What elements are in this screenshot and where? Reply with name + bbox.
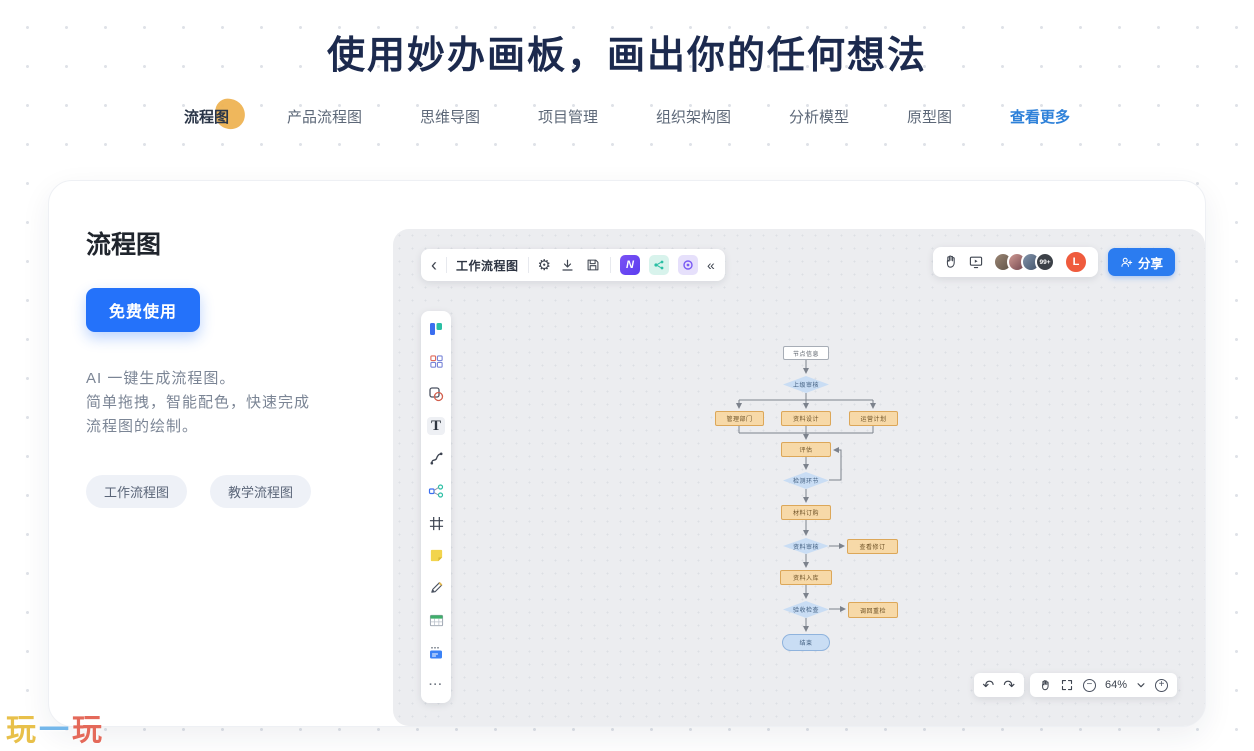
free-use-button[interactable]: 免费使用 bbox=[86, 288, 200, 332]
redo-icon[interactable]: ↷ bbox=[1003, 677, 1015, 693]
connector-plugin-icon[interactable] bbox=[648, 255, 669, 275]
flowchart-node[interactable]: 资料入库 bbox=[780, 570, 832, 585]
save-icon[interactable] bbox=[585, 257, 601, 273]
flowchart-node[interactable]: 资料审核 bbox=[783, 538, 829, 554]
download-icon[interactable] bbox=[560, 257, 576, 273]
marker-pen-icon[interactable] bbox=[427, 579, 445, 597]
person-plus-icon bbox=[1121, 257, 1133, 267]
tag-teaching-flowchart[interactable]: 教学流程图 bbox=[210, 475, 312, 508]
panel-description: AI 一键生成流程图。 简单拖拽，智能配色，快速完成 流程图的绘制。 bbox=[86, 367, 310, 439]
flowchart-node[interactable]: 材料订购 bbox=[781, 505, 831, 520]
nav-link-see-more[interactable]: 查看更多 bbox=[1010, 109, 1071, 126]
watermark-char: 一 bbox=[39, 714, 72, 747]
toolbar-divider bbox=[527, 257, 529, 273]
connector-tool-icon[interactable] bbox=[427, 482, 445, 500]
frame-tool-icon[interactable] bbox=[427, 514, 445, 532]
description-line: 流程图的绘制。 bbox=[86, 418, 199, 435]
whiteboard-canvas[interactable]: ‹ 工作流程图 ⚙ N « bbox=[393, 229, 1205, 726]
nav-tab-flowchart[interactable]: 流程图 bbox=[184, 106, 229, 127]
flowchart-node[interactable]: 运营计划 bbox=[849, 411, 898, 426]
collab-cluster: 99+ L 分享 bbox=[932, 247, 1175, 277]
hand-tool-icon[interactable] bbox=[1039, 679, 1052, 692]
flowchart-node[interactable]: 资料设计 bbox=[781, 411, 831, 426]
zoom-in-icon[interactable]: + bbox=[1155, 678, 1168, 692]
ai-assistant-icon[interactable]: N bbox=[619, 255, 640, 275]
nav-tab-mindmap[interactable]: 思维导图 bbox=[419, 109, 480, 126]
watermark-char: 玩 bbox=[6, 714, 39, 747]
avatar-overflow-badge[interactable]: 99+ bbox=[1034, 252, 1055, 272]
history-controls: ↶ ↷ bbox=[973, 673, 1024, 697]
nav-tab-prototype[interactable]: 原型图 bbox=[907, 109, 953, 126]
media-embed-icon[interactable] bbox=[427, 644, 445, 662]
flowchart-node[interactable]: 节点信息 bbox=[783, 346, 829, 360]
flowchart-node[interactable]: 验收检查 bbox=[783, 601, 829, 618]
hand-clap-icon[interactable] bbox=[943, 254, 959, 270]
nav-tab-org-chart[interactable]: 组织架构图 bbox=[656, 109, 732, 126]
zoom-out-icon[interactable]: − bbox=[1082, 678, 1096, 692]
description-line: AI 一键生成流程图。 bbox=[86, 370, 236, 387]
share-label: 分享 bbox=[1137, 256, 1163, 271]
flowchart-node[interactable]: 上级审核 bbox=[783, 376, 829, 393]
pen-curve-icon[interactable] bbox=[427, 449, 445, 467]
more-tools-icon[interactable]: ··· bbox=[429, 678, 443, 691]
table-tool-icon[interactable] bbox=[427, 611, 445, 629]
tag-work-flowchart[interactable]: 工作流程图 bbox=[86, 475, 188, 508]
share-button[interactable]: 分享 bbox=[1107, 248, 1175, 276]
collab-pill: 99+ L bbox=[932, 247, 1098, 277]
feature-card: 流程图 免费使用 AI 一键生成流程图。 简单拖拽，智能配色，快速完成 流程图的… bbox=[48, 180, 1206, 727]
select-board-icon[interactable] bbox=[427, 320, 445, 338]
flowchart-connectors bbox=[736, 360, 876, 632]
presentation-icon[interactable] bbox=[968, 254, 984, 270]
shape-tool-icon[interactable] bbox=[427, 385, 445, 403]
toolbar-divider bbox=[446, 257, 447, 273]
site-watermark: 玩一玩 bbox=[6, 705, 105, 749]
page-title: 使用妙办画板，画出你的任何想法 bbox=[326, 35, 927, 77]
panel-heading: 流程图 bbox=[86, 231, 162, 259]
nav-tab-product-flowchart[interactable]: 产品流程图 bbox=[286, 109, 362, 126]
flowchart-node[interactable]: 检测环节 bbox=[783, 472, 829, 489]
zoom-controls: − 64% + bbox=[1029, 673, 1177, 697]
flowchart-node[interactable]: 调回重检 bbox=[848, 602, 898, 618]
description-line: 简单拖拽，智能配色，快速完成 bbox=[86, 394, 311, 411]
board-title[interactable]: 工作流程图 bbox=[456, 258, 519, 273]
current-user-avatar[interactable]: L bbox=[1063, 250, 1088, 274]
tool-panel: T ··· bbox=[421, 311, 451, 703]
toolbar-divider bbox=[609, 257, 611, 273]
back-chevron-icon[interactable]: ‹ bbox=[431, 255, 437, 275]
flowchart: 节点信息上级审核管理部门 资料设计 运营计划评估检测环节材料订购资料审核 查看修订资料… bbox=[393, 229, 1205, 726]
template-plugin-icon[interactable] bbox=[677, 255, 698, 275]
collapse-toolbar-icon[interactable]: « bbox=[706, 257, 715, 273]
flowchart-node[interactable]: 结束 bbox=[782, 634, 830, 651]
zoom-level[interactable]: 64% bbox=[1104, 679, 1127, 691]
fit-screen-icon[interactable] bbox=[1061, 679, 1074, 692]
nav-tab-project-management[interactable]: 项目管理 bbox=[537, 109, 598, 126]
canvas-controls: ↶ ↷ − 64% + bbox=[973, 673, 1177, 697]
flowchart-nodes: 节点信息上级审核管理部门 资料设计 运营计划评估检测环节材料订购资料审核 查看修订资料… bbox=[393, 229, 1205, 726]
nav-tab-analysis-model[interactable]: 分析模型 bbox=[789, 109, 850, 126]
undo-icon[interactable]: ↶ bbox=[982, 677, 995, 693]
tag-row: 工作流程图 教学流程图 bbox=[86, 475, 312, 508]
flowchart-node[interactable]: 查看修订 bbox=[847, 539, 898, 554]
text-tool-icon[interactable]: T bbox=[427, 417, 445, 436]
sticky-note-icon[interactable] bbox=[427, 547, 445, 565]
board-toolbar: ‹ 工作流程图 ⚙ N « bbox=[421, 249, 725, 281]
gear-icon[interactable]: ⚙ bbox=[537, 256, 551, 274]
shapes-grid-icon[interactable] bbox=[427, 352, 445, 370]
watermark-char: 玩 bbox=[72, 714, 105, 747]
flowchart-node[interactable]: 评估 bbox=[781, 442, 831, 457]
chevron-down-icon[interactable] bbox=[1136, 680, 1146, 690]
category-nav: 流程图 产品流程图 思维导图 项目管理 组织架构图 分析模型 原型图 查看更多 bbox=[0, 106, 1254, 127]
avatar-stack: 99+ bbox=[992, 252, 1055, 272]
flowchart-node[interactable]: 管理部门 bbox=[715, 411, 764, 426]
